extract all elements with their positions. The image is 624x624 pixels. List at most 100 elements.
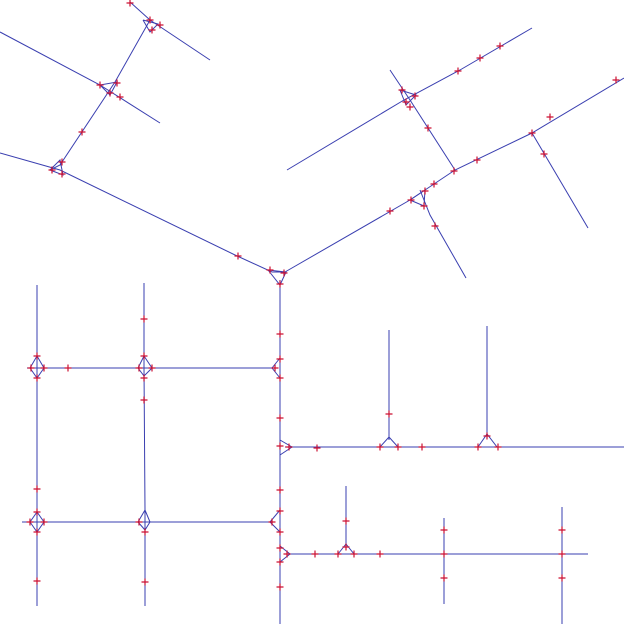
node-marker[interactable] bbox=[148, 364, 156, 372]
node-marker[interactable] bbox=[276, 374, 284, 382]
node-marker[interactable] bbox=[234, 252, 242, 260]
junction-loop[interactable] bbox=[399, 89, 417, 106]
node-marker[interactable] bbox=[106, 89, 114, 97]
node-marker[interactable] bbox=[276, 507, 284, 515]
node-marker[interactable] bbox=[33, 508, 41, 516]
node-marker[interactable] bbox=[276, 330, 284, 338]
node-marker[interactable] bbox=[276, 583, 284, 591]
node-marker[interactable] bbox=[424, 124, 432, 132]
node-marker[interactable] bbox=[148, 26, 156, 34]
node-marker[interactable] bbox=[48, 166, 56, 174]
node-marker[interactable] bbox=[276, 355, 284, 363]
node-marker[interactable] bbox=[58, 158, 66, 166]
node-marker[interactable] bbox=[385, 410, 393, 418]
node-marker[interactable] bbox=[376, 443, 384, 451]
junction-loop[interactable] bbox=[99, 81, 118, 96]
node-marker[interactable] bbox=[285, 443, 293, 451]
junction-loop[interactable] bbox=[267, 269, 287, 286]
node-marker[interactable] bbox=[494, 443, 502, 451]
node-marker[interactable] bbox=[276, 558, 284, 566]
node-marker[interactable] bbox=[386, 207, 394, 215]
junction-loop[interactable] bbox=[269, 508, 281, 534]
node-marker[interactable] bbox=[58, 170, 66, 178]
junction-loop[interactable] bbox=[279, 545, 291, 564]
node-marker[interactable] bbox=[411, 92, 419, 100]
node-marker[interactable] bbox=[474, 443, 482, 451]
node-marker[interactable] bbox=[440, 526, 448, 534]
road-segment[interactable] bbox=[419, 189, 467, 279]
node-marker[interactable] bbox=[440, 574, 448, 582]
road-segment[interactable] bbox=[284, 77, 624, 273]
node-marker[interactable] bbox=[431, 222, 439, 230]
node-marker[interactable] bbox=[342, 543, 350, 551]
node-marker[interactable] bbox=[473, 156, 481, 164]
node-marker[interactable] bbox=[350, 550, 358, 558]
node-marker[interactable] bbox=[27, 364, 35, 372]
road-segment[interactable] bbox=[129, 1, 211, 61]
node-marker[interactable] bbox=[268, 518, 276, 526]
node-marker[interactable] bbox=[276, 414, 284, 422]
node-marker[interactable] bbox=[96, 81, 104, 89]
junction-loop[interactable] bbox=[379, 436, 400, 448]
node-marker[interactable] bbox=[26, 518, 34, 526]
road-segment[interactable] bbox=[286, 27, 533, 171]
node-marker[interactable] bbox=[276, 486, 284, 494]
node-marker[interactable] bbox=[540, 150, 548, 158]
node-marker[interactable] bbox=[420, 202, 428, 210]
node-marker[interactable] bbox=[376, 550, 384, 558]
node-marker[interactable] bbox=[280, 269, 288, 277]
node-marker[interactable] bbox=[334, 550, 342, 558]
node-marker[interactable] bbox=[558, 526, 566, 534]
node-marker[interactable] bbox=[406, 103, 414, 111]
road-segment[interactable] bbox=[531, 132, 589, 229]
node-marker[interactable] bbox=[418, 443, 426, 451]
node-marker[interactable] bbox=[283, 550, 291, 558]
node-marker[interactable] bbox=[421, 187, 429, 195]
node-marker[interactable] bbox=[271, 364, 279, 372]
junction-loop[interactable] bbox=[337, 543, 356, 555]
node-marker[interactable] bbox=[558, 574, 566, 582]
road-segment[interactable] bbox=[143, 283, 146, 606]
node-marker[interactable] bbox=[276, 280, 284, 288]
node-marker[interactable] bbox=[394, 443, 402, 451]
node-marker[interactable] bbox=[440, 550, 448, 558]
junction-loop[interactable] bbox=[49, 158, 64, 176]
node-marker[interactable] bbox=[430, 180, 438, 188]
node-marker[interactable] bbox=[40, 518, 48, 526]
node-marker[interactable] bbox=[40, 364, 48, 372]
node-marker[interactable] bbox=[116, 93, 124, 101]
node-marker[interactable] bbox=[558, 550, 566, 558]
node-marker[interactable] bbox=[141, 578, 149, 586]
node-marker[interactable] bbox=[33, 485, 41, 493]
node-marker[interactable] bbox=[140, 374, 148, 382]
node-marker[interactable] bbox=[33, 577, 41, 585]
node-marker[interactable] bbox=[266, 266, 274, 274]
node-marker[interactable] bbox=[311, 550, 319, 558]
node-marker[interactable] bbox=[342, 517, 350, 525]
node-marker[interactable] bbox=[476, 54, 484, 62]
node-marker[interactable] bbox=[33, 352, 41, 360]
node-marker[interactable] bbox=[546, 113, 554, 121]
node-marker[interactable] bbox=[528, 129, 536, 137]
node-marker[interactable] bbox=[612, 76, 620, 84]
junction-loop[interactable] bbox=[271, 356, 281, 380]
node-marker[interactable] bbox=[407, 196, 415, 204]
node-marker[interactable] bbox=[140, 396, 148, 404]
road-segment[interactable] bbox=[0, 152, 285, 273]
node-marker[interactable] bbox=[398, 86, 406, 94]
road-segment[interactable] bbox=[389, 69, 456, 171]
road-segment[interactable] bbox=[49, 19, 151, 171]
node-marker[interactable] bbox=[483, 432, 491, 440]
node-marker[interactable] bbox=[276, 442, 284, 450]
node-marker[interactable] bbox=[146, 16, 154, 24]
node-marker[interactable] bbox=[141, 528, 149, 536]
node-marker[interactable] bbox=[276, 528, 284, 536]
node-marker[interactable] bbox=[450, 167, 458, 175]
node-marker[interactable] bbox=[496, 42, 504, 50]
node-marker[interactable] bbox=[33, 528, 41, 536]
node-marker[interactable] bbox=[276, 544, 284, 552]
junction-loop[interactable] bbox=[137, 508, 151, 531]
node-marker[interactable] bbox=[135, 364, 143, 372]
